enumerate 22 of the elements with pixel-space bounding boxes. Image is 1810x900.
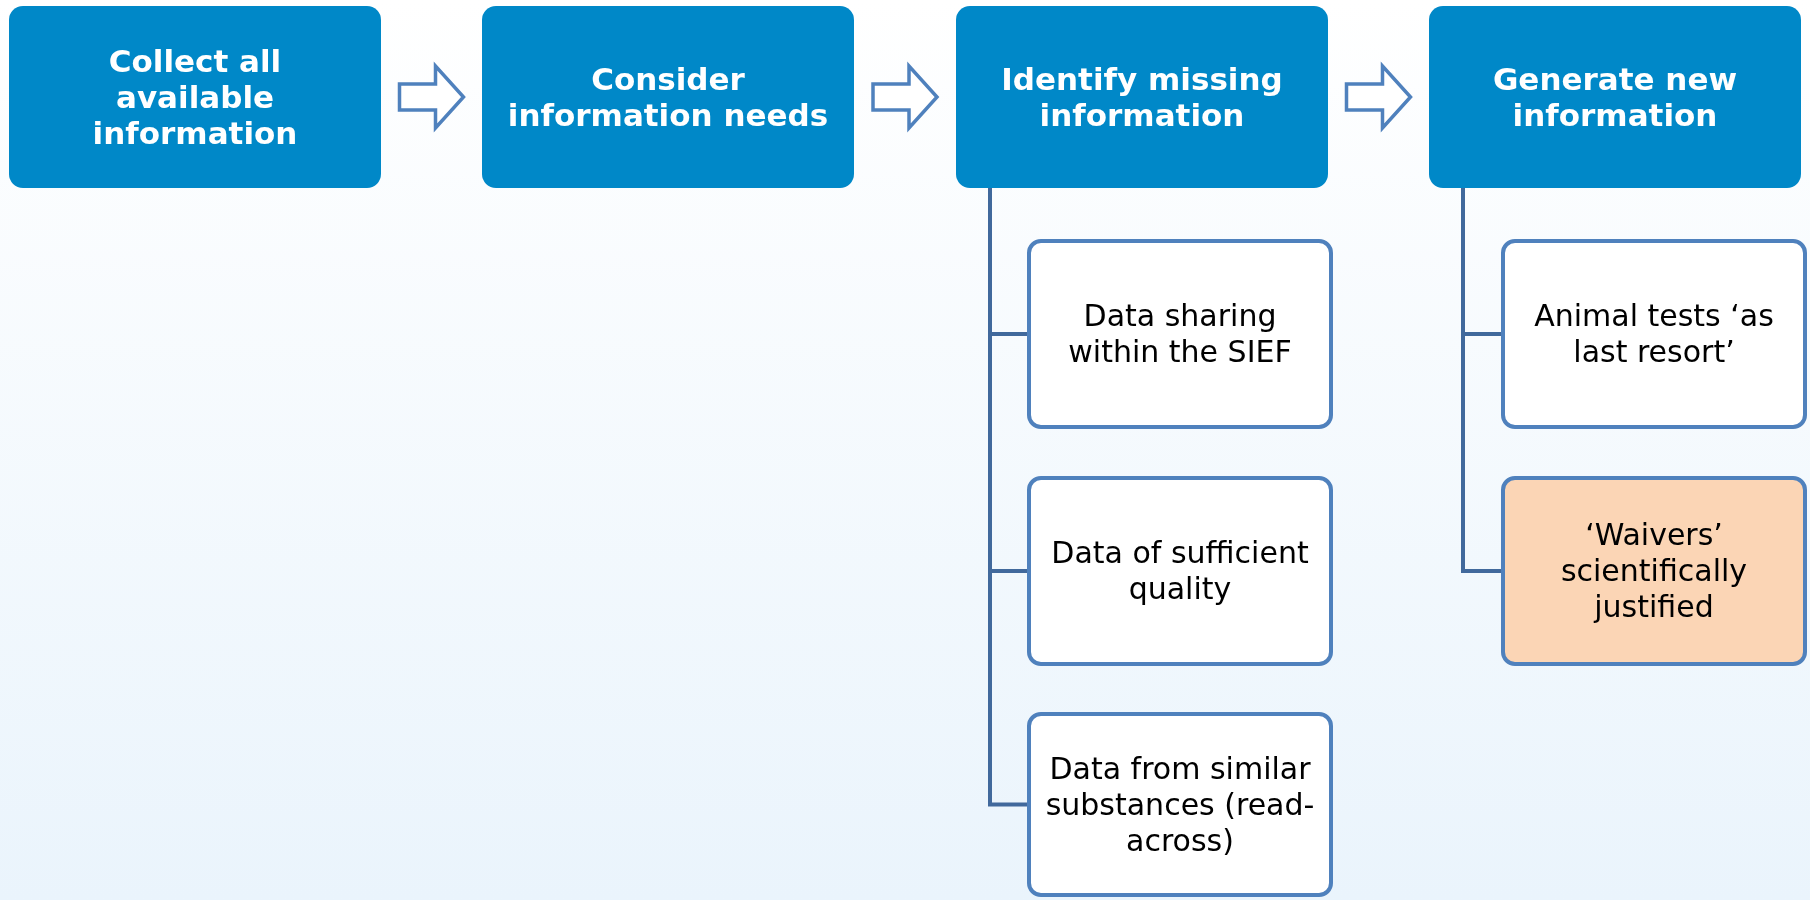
box-text: ‘Waivers’ scientifically justified xyxy=(1559,517,1749,625)
block-arrow xyxy=(397,61,466,133)
box-text: Data of sufficient quality xyxy=(1050,535,1310,607)
box-text: Generate new information xyxy=(1491,60,1739,134)
block-arrow xyxy=(871,61,940,133)
tree-line xyxy=(1461,188,1501,573)
box-text: Identify missing information xyxy=(1000,60,1284,134)
box-text: Animal tests ‘as last resort’ xyxy=(1533,298,1775,370)
option-box xyxy=(1027,476,1333,666)
step-box xyxy=(1429,6,1801,188)
box-text: Data sharing within the SIEF xyxy=(1067,298,1293,370)
option-box xyxy=(1027,239,1333,429)
box-text: Consider information needs xyxy=(506,60,830,134)
step-box xyxy=(9,6,381,188)
step-box xyxy=(956,6,1328,188)
step-box xyxy=(482,6,854,188)
option-box xyxy=(1027,712,1333,897)
block-arrow xyxy=(1344,61,1413,133)
option-box xyxy=(1501,239,1807,429)
option-box xyxy=(1501,476,1807,666)
box-text: Data from similar substances (read-across) xyxy=(1044,750,1316,859)
box-text: Collect all available information xyxy=(91,42,299,152)
